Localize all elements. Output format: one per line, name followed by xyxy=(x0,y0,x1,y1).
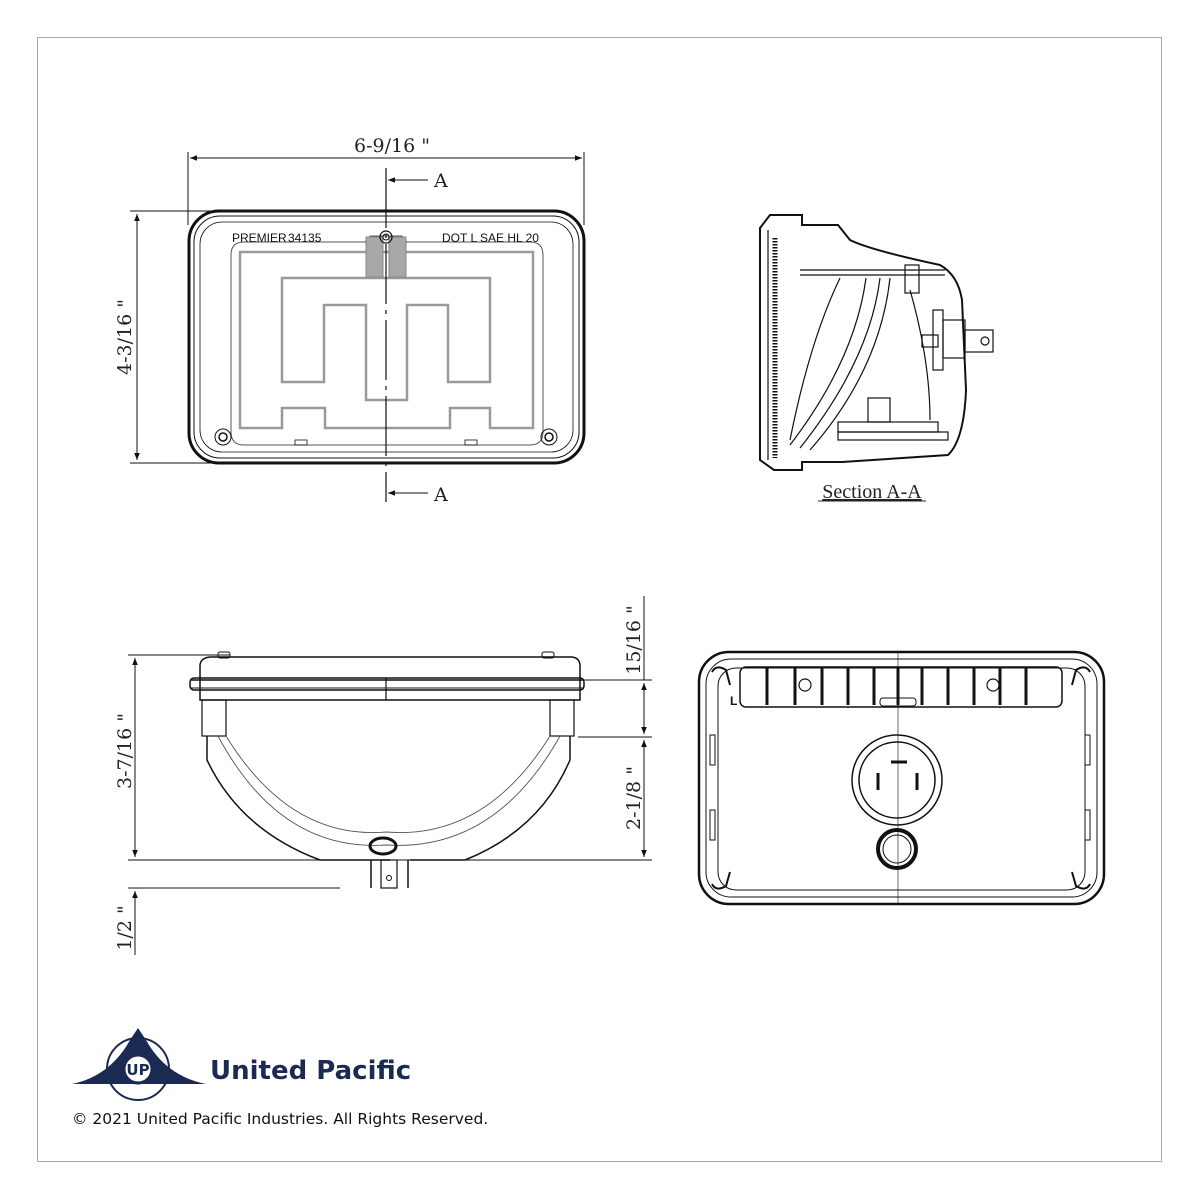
svg-text:UP: UP xyxy=(126,1061,149,1079)
company-name: United Pacific xyxy=(210,1056,412,1086)
dim-width-label: 6-9/16 " xyxy=(354,135,430,157)
label-part-number: 34135 xyxy=(288,231,322,245)
label-premier: PREMIER xyxy=(232,231,287,245)
side-view xyxy=(128,596,652,955)
dim-height-label: 4-3/16 " xyxy=(114,299,136,375)
dim-lens-depth-label: 15/16 " xyxy=(623,605,645,675)
label-dot-sae: DOT L SAE HL 20 xyxy=(442,231,539,245)
section-marker-top: A xyxy=(433,170,448,192)
united-pacific-logo-icon: UP xyxy=(72,1028,206,1101)
section-view xyxy=(759,214,994,471)
dim-terminal-length-label: 1/2 " xyxy=(114,905,136,950)
drawing-frame xyxy=(37,37,1162,1162)
dim-housing-depth-label: 2-1/8 " xyxy=(623,766,645,830)
rear-corner-mark: L xyxy=(730,694,737,708)
front-view xyxy=(130,152,586,502)
section-marker-bottom: A xyxy=(433,484,448,506)
rear-view xyxy=(697,650,1106,906)
section-caption: Section A-A xyxy=(822,481,922,503)
copyright-text: © 2021 United Pacific Industries. All Ri… xyxy=(72,1110,489,1128)
dim-total-depth-label: 3-7/16 " xyxy=(114,713,136,789)
